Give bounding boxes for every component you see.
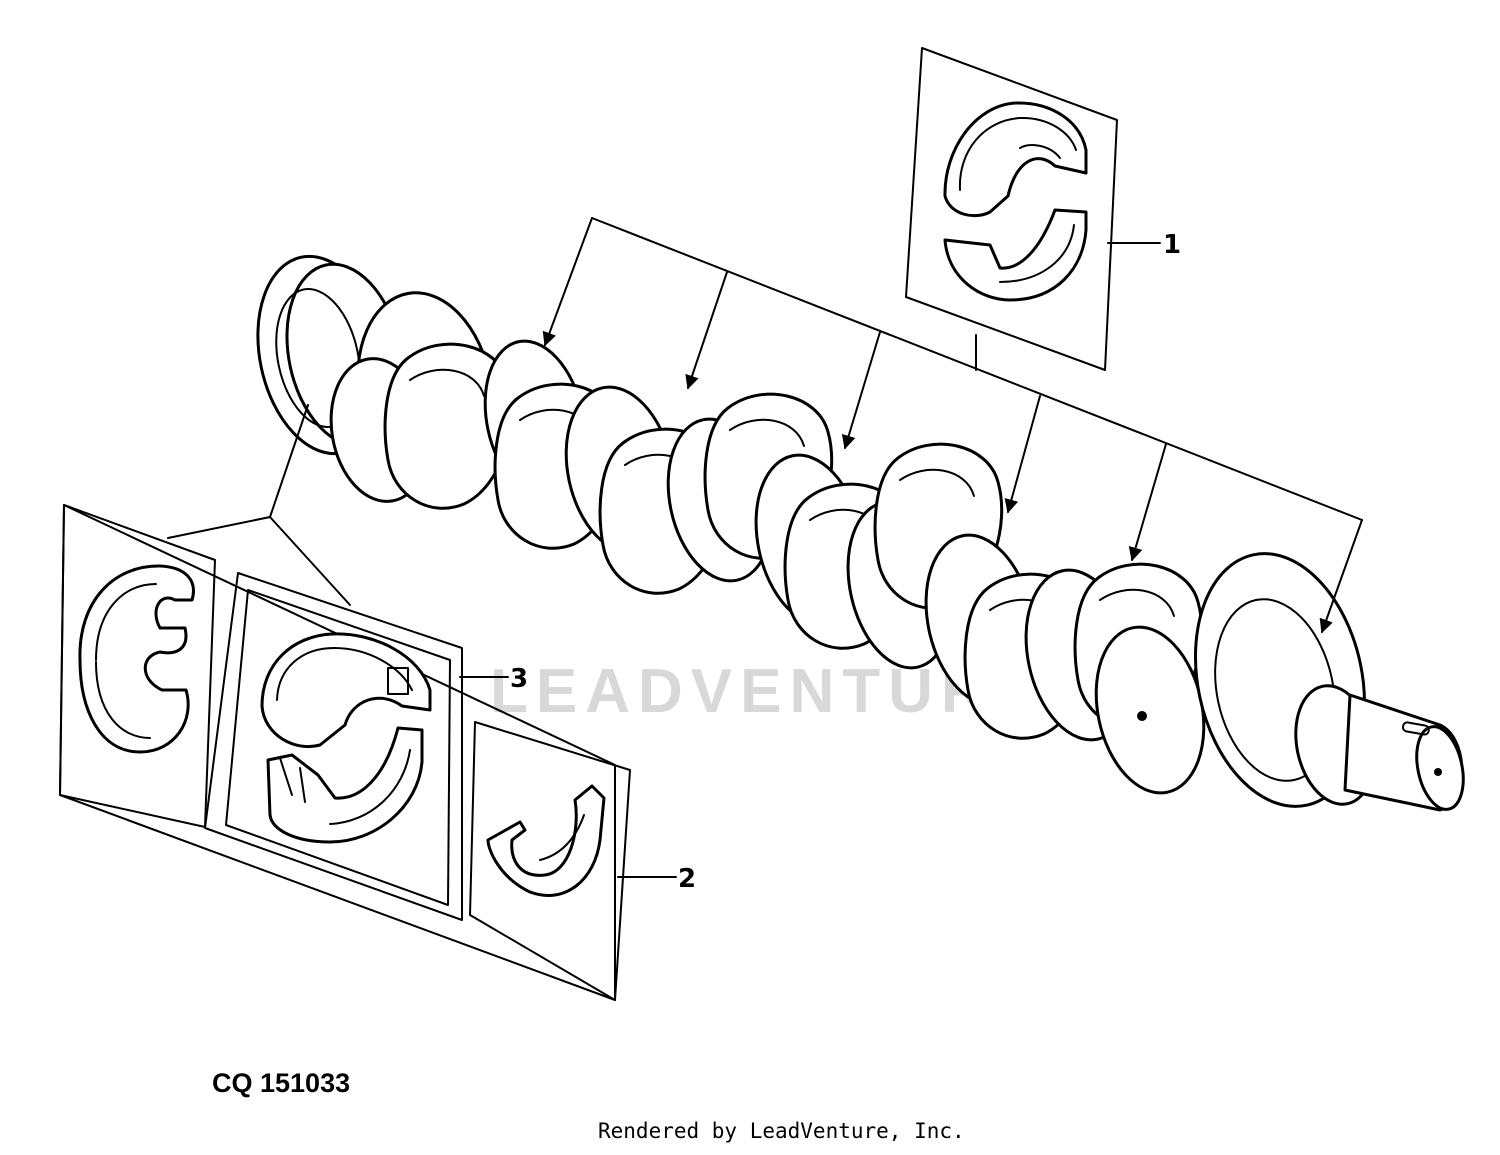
main-bearing-leaders [542,217,1363,634]
callout-3: 3 [510,664,528,694]
thrust-bearing-box [59,504,631,1001]
figure-code: CQ 151033 [212,1068,350,1098]
callout-1: 1 [1163,230,1181,260]
crankshaft [256,254,1465,812]
thrust-bearing-leaders [167,404,351,606]
callout-2: 2 [678,864,696,894]
main-bearing-box [905,47,1118,371]
render-credit: Rendered by LeadVenture, Inc. [598,1119,965,1143]
